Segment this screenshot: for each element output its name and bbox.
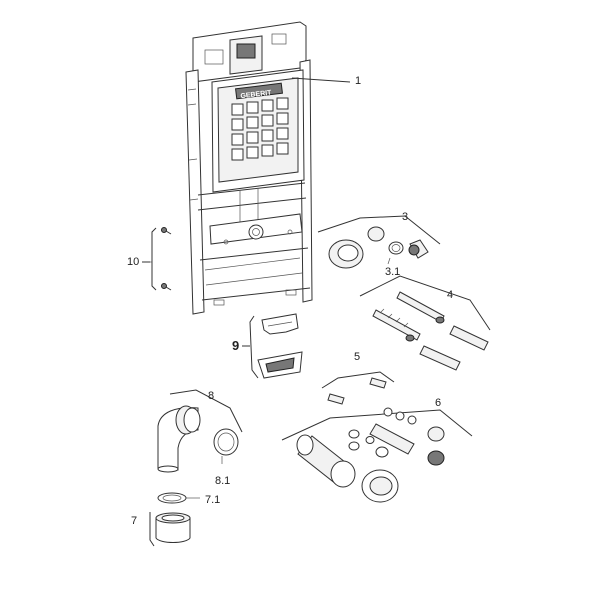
callout-10: 10 — [127, 256, 140, 268]
callout-7-1: 7.1 — [205, 494, 221, 506]
callout-5: 5 — [354, 351, 361, 363]
part-6-flush-pipe-set — [281, 407, 473, 503]
callout-4: 4 — [447, 289, 454, 301]
callout-7: 7 — [131, 515, 138, 527]
part-4-rods — [359, 275, 491, 371]
part-9-bracket — [249, 313, 303, 379]
callout-3-1: 3.1 — [385, 266, 401, 278]
part-8-bend-pipe — [157, 389, 243, 473]
callout-6: 6 — [435, 397, 442, 409]
part-7-connector — [149, 492, 200, 547]
callout-8-1: 8.1 — [215, 475, 231, 487]
part-5-bolts — [321, 371, 395, 405]
callout-1: 1 — [355, 75, 362, 87]
callout-9: 9 — [232, 338, 240, 353]
callout-8: 8 — [208, 390, 215, 402]
part-10-screws — [148, 227, 172, 291]
brand-logo-text: GEBERIT — [240, 89, 272, 100]
leader-lines — [142, 77, 351, 347]
part-1-installation-frame: GEBERIT — [185, 21, 313, 315]
callout-3: 3 — [402, 211, 409, 223]
part-3-connection-set — [317, 215, 441, 269]
actuator-grid — [231, 97, 289, 161]
